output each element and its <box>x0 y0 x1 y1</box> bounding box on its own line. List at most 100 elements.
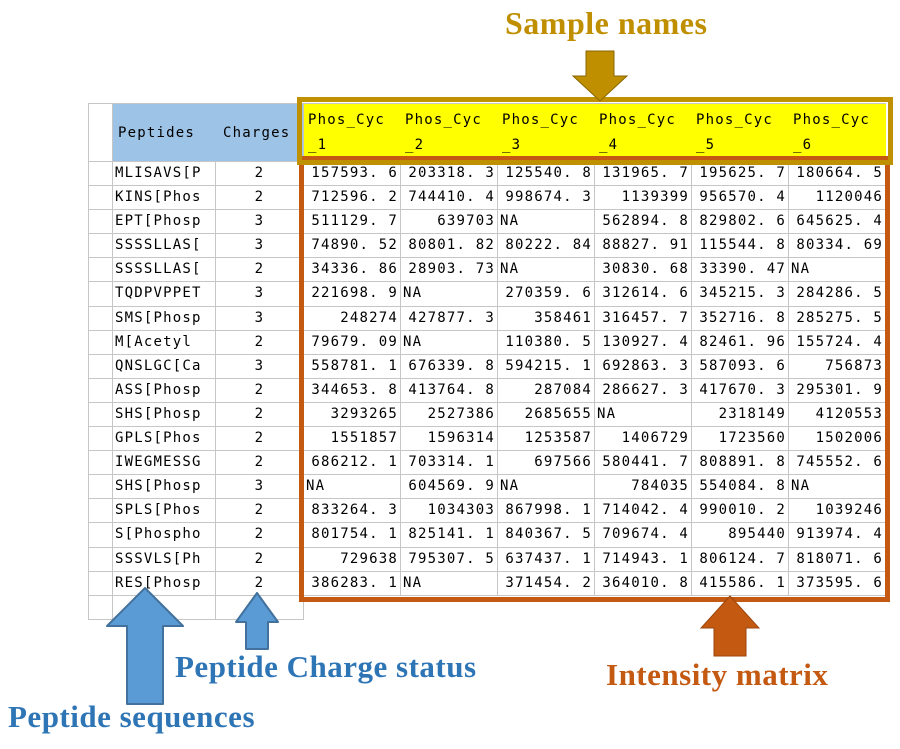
charge-cell[interactable]: 2 <box>216 451 304 476</box>
intensity-cell[interactable]: NA <box>498 258 595 283</box>
intensity-cell[interactable]: 413764. 8 <box>401 378 498 403</box>
intensity-cell[interactable]: 285275. 5 <box>789 306 886 331</box>
sample-header-cell[interactable]: Phos_Cyc_6 <box>789 104 886 162</box>
intensity-cell[interactable]: 825141. 1 <box>401 523 498 548</box>
intensity-cell[interactable]: 511129. 7 <box>304 210 401 235</box>
intensity-cell[interactable]: 829802. 6 <box>692 210 789 235</box>
intensity-cell[interactable]: 131965. 7 <box>595 162 692 187</box>
intensity-cell[interactable]: 371454. 2 <box>498 571 595 596</box>
charge-cell[interactable]: 2 <box>216 427 304 452</box>
intensity-cell[interactable]: 34336. 86 <box>304 258 401 283</box>
intensity-cell[interactable]: 284286. 5 <box>789 282 886 307</box>
intensity-cell[interactable]: 756873 <box>789 354 886 379</box>
intensity-cell[interactable]: 80801. 82 <box>401 234 498 259</box>
sample-header-cell[interactable]: Phos_Cyc_4 <box>595 104 692 162</box>
charge-cell[interactable]: 2 <box>216 499 304 524</box>
intensity-cell[interactable]: NA <box>789 258 886 283</box>
intensity-cell[interactable]: NA <box>304 475 401 500</box>
intensity-cell[interactable]: 558781. 1 <box>304 354 401 379</box>
peptide-cell[interactable]: SPLS[Phos <box>113 499 216 524</box>
intensity-cell[interactable]: 203318. 3 <box>401 162 498 187</box>
charge-cell[interactable]: 2 <box>216 162 304 187</box>
intensity-cell[interactable]: 580441. 7 <box>595 451 692 476</box>
peptide-cell[interactable]: SSSSLLAS[ <box>113 258 216 283</box>
charge-cell[interactable]: 3 <box>216 234 304 259</box>
intensity-cell[interactable]: 82461. 96 <box>692 330 789 355</box>
peptide-cell[interactable]: SHS[Phosp <box>113 402 216 428</box>
intensity-cell[interactable]: 554084. 8 <box>692 475 789 500</box>
intensity-cell[interactable]: 295301. 9 <box>789 378 886 403</box>
intensity-cell[interactable]: 125540. 8 <box>498 162 595 187</box>
intensity-cell[interactable]: NA <box>498 210 595 235</box>
peptide-cell[interactable]: GPLS[Phos <box>113 427 216 452</box>
intensity-cell[interactable]: 784035 <box>595 475 692 500</box>
charge-cell[interactable]: 2 <box>216 186 304 211</box>
intensity-cell[interactable]: 4120553 <box>789 402 886 428</box>
intensity-cell[interactable]: 2318149 <box>692 402 789 428</box>
charge-cell[interactable]: 2 <box>216 378 304 403</box>
intensity-cell[interactable]: 248274 <box>304 306 401 331</box>
peptide-cell[interactable]: S[Phospho <box>113 523 216 548</box>
charge-cell[interactable]: 3 <box>216 306 304 331</box>
intensity-cell[interactable]: 386283. 1 <box>304 571 401 596</box>
intensity-cell[interactable]: 30830. 68 <box>595 258 692 283</box>
intensity-cell[interactable]: 415586. 1 <box>692 571 789 596</box>
peptide-cell[interactable]: EPT[Phosp <box>113 210 216 235</box>
intensity-cell[interactable]: 1502006 <box>789 427 886 452</box>
intensity-cell[interactable]: 427877. 3 <box>401 306 498 331</box>
intensity-cell[interactable]: 998674. 3 <box>498 186 595 211</box>
intensity-cell[interactable]: 714943. 1 <box>595 547 692 572</box>
sample-header-cell[interactable]: Phos_Cyc_5 <box>692 104 789 162</box>
intensity-cell[interactable]: NA <box>401 282 498 307</box>
intensity-cell[interactable]: 79679. 09 <box>304 330 401 355</box>
intensity-cell[interactable]: 808891. 8 <box>692 451 789 476</box>
sample-header-cell[interactable]: Phos_Cyc_2 <box>401 104 498 162</box>
intensity-cell[interactable]: 676339. 8 <box>401 354 498 379</box>
peptide-cell[interactable]: IWEGMESSG <box>113 451 216 476</box>
intensity-cell[interactable]: 703314. 1 <box>401 451 498 476</box>
intensity-cell[interactable]: 990010. 2 <box>692 499 789 524</box>
intensity-cell[interactable]: 587093. 6 <box>692 354 789 379</box>
intensity-cell[interactable]: 1253587 <box>498 427 595 452</box>
intensity-cell[interactable]: 364010. 8 <box>595 571 692 596</box>
intensity-cell[interactable]: 1551857 <box>304 427 401 452</box>
intensity-cell[interactable]: 801754. 1 <box>304 523 401 548</box>
charge-cell[interactable]: 3 <box>216 210 304 235</box>
intensity-cell[interactable]: 745552. 6 <box>789 451 886 476</box>
intensity-cell[interactable]: NA <box>595 402 692 428</box>
sample-header-cell[interactable]: Phos_Cyc_3 <box>498 104 595 162</box>
intensity-cell[interactable]: 709674. 4 <box>595 523 692 548</box>
intensity-cell[interactable]: 352716. 8 <box>692 306 789 331</box>
intensity-cell[interactable]: 637437. 1 <box>498 547 595 572</box>
sample-header-cell[interactable]: Phos_Cyc_1 <box>304 104 401 162</box>
intensity-cell[interactable]: 686212. 1 <box>304 451 401 476</box>
intensity-cell[interactable]: 1034303 <box>401 499 498 524</box>
intensity-cell[interactable]: 1120046 <box>789 186 886 211</box>
intensity-cell[interactable]: 344653. 8 <box>304 378 401 403</box>
intensity-cell[interactable]: 562894. 8 <box>595 210 692 235</box>
intensity-cell[interactable]: 714042. 4 <box>595 499 692 524</box>
intensity-cell[interactable]: 639703 <box>401 210 498 235</box>
intensity-cell[interactable]: 110380. 5 <box>498 330 595 355</box>
intensity-cell[interactable]: 270359. 6 <box>498 282 595 307</box>
peptide-cell[interactable]: ASS[Phosp <box>113 378 216 403</box>
intensity-cell[interactable]: 840367. 5 <box>498 523 595 548</box>
intensity-cell[interactable]: 1406729 <box>595 427 692 452</box>
intensity-cell[interactable]: 373595. 6 <box>789 571 886 596</box>
intensity-cell[interactable]: 28903. 73 <box>401 258 498 283</box>
intensity-cell[interactable]: NA <box>498 475 595 500</box>
intensity-cell[interactable]: 33390. 47 <box>692 258 789 283</box>
intensity-cell[interactable]: 358461 <box>498 306 595 331</box>
peptide-cell[interactable]: MLISAVS[P <box>113 162 216 187</box>
charge-cell[interactable]: 2 <box>216 523 304 548</box>
peptide-cell[interactable]: SSSSLLAS[ <box>113 234 216 259</box>
intensity-cell[interactable]: 180664. 5 <box>789 162 886 187</box>
charge-cell[interactable]: 2 <box>216 330 304 355</box>
intensity-cell[interactable]: 417670. 3 <box>692 378 789 403</box>
charge-cell[interactable]: 3 <box>216 354 304 379</box>
intensity-cell[interactable]: 818071. 6 <box>789 547 886 572</box>
intensity-cell[interactable]: 2685655 <box>498 402 595 428</box>
charge-cell[interactable]: 3 <box>216 475 304 500</box>
intensity-cell[interactable]: 3293265 <box>304 402 401 428</box>
peptide-cell[interactable]: TQDPVPPET <box>113 282 216 307</box>
